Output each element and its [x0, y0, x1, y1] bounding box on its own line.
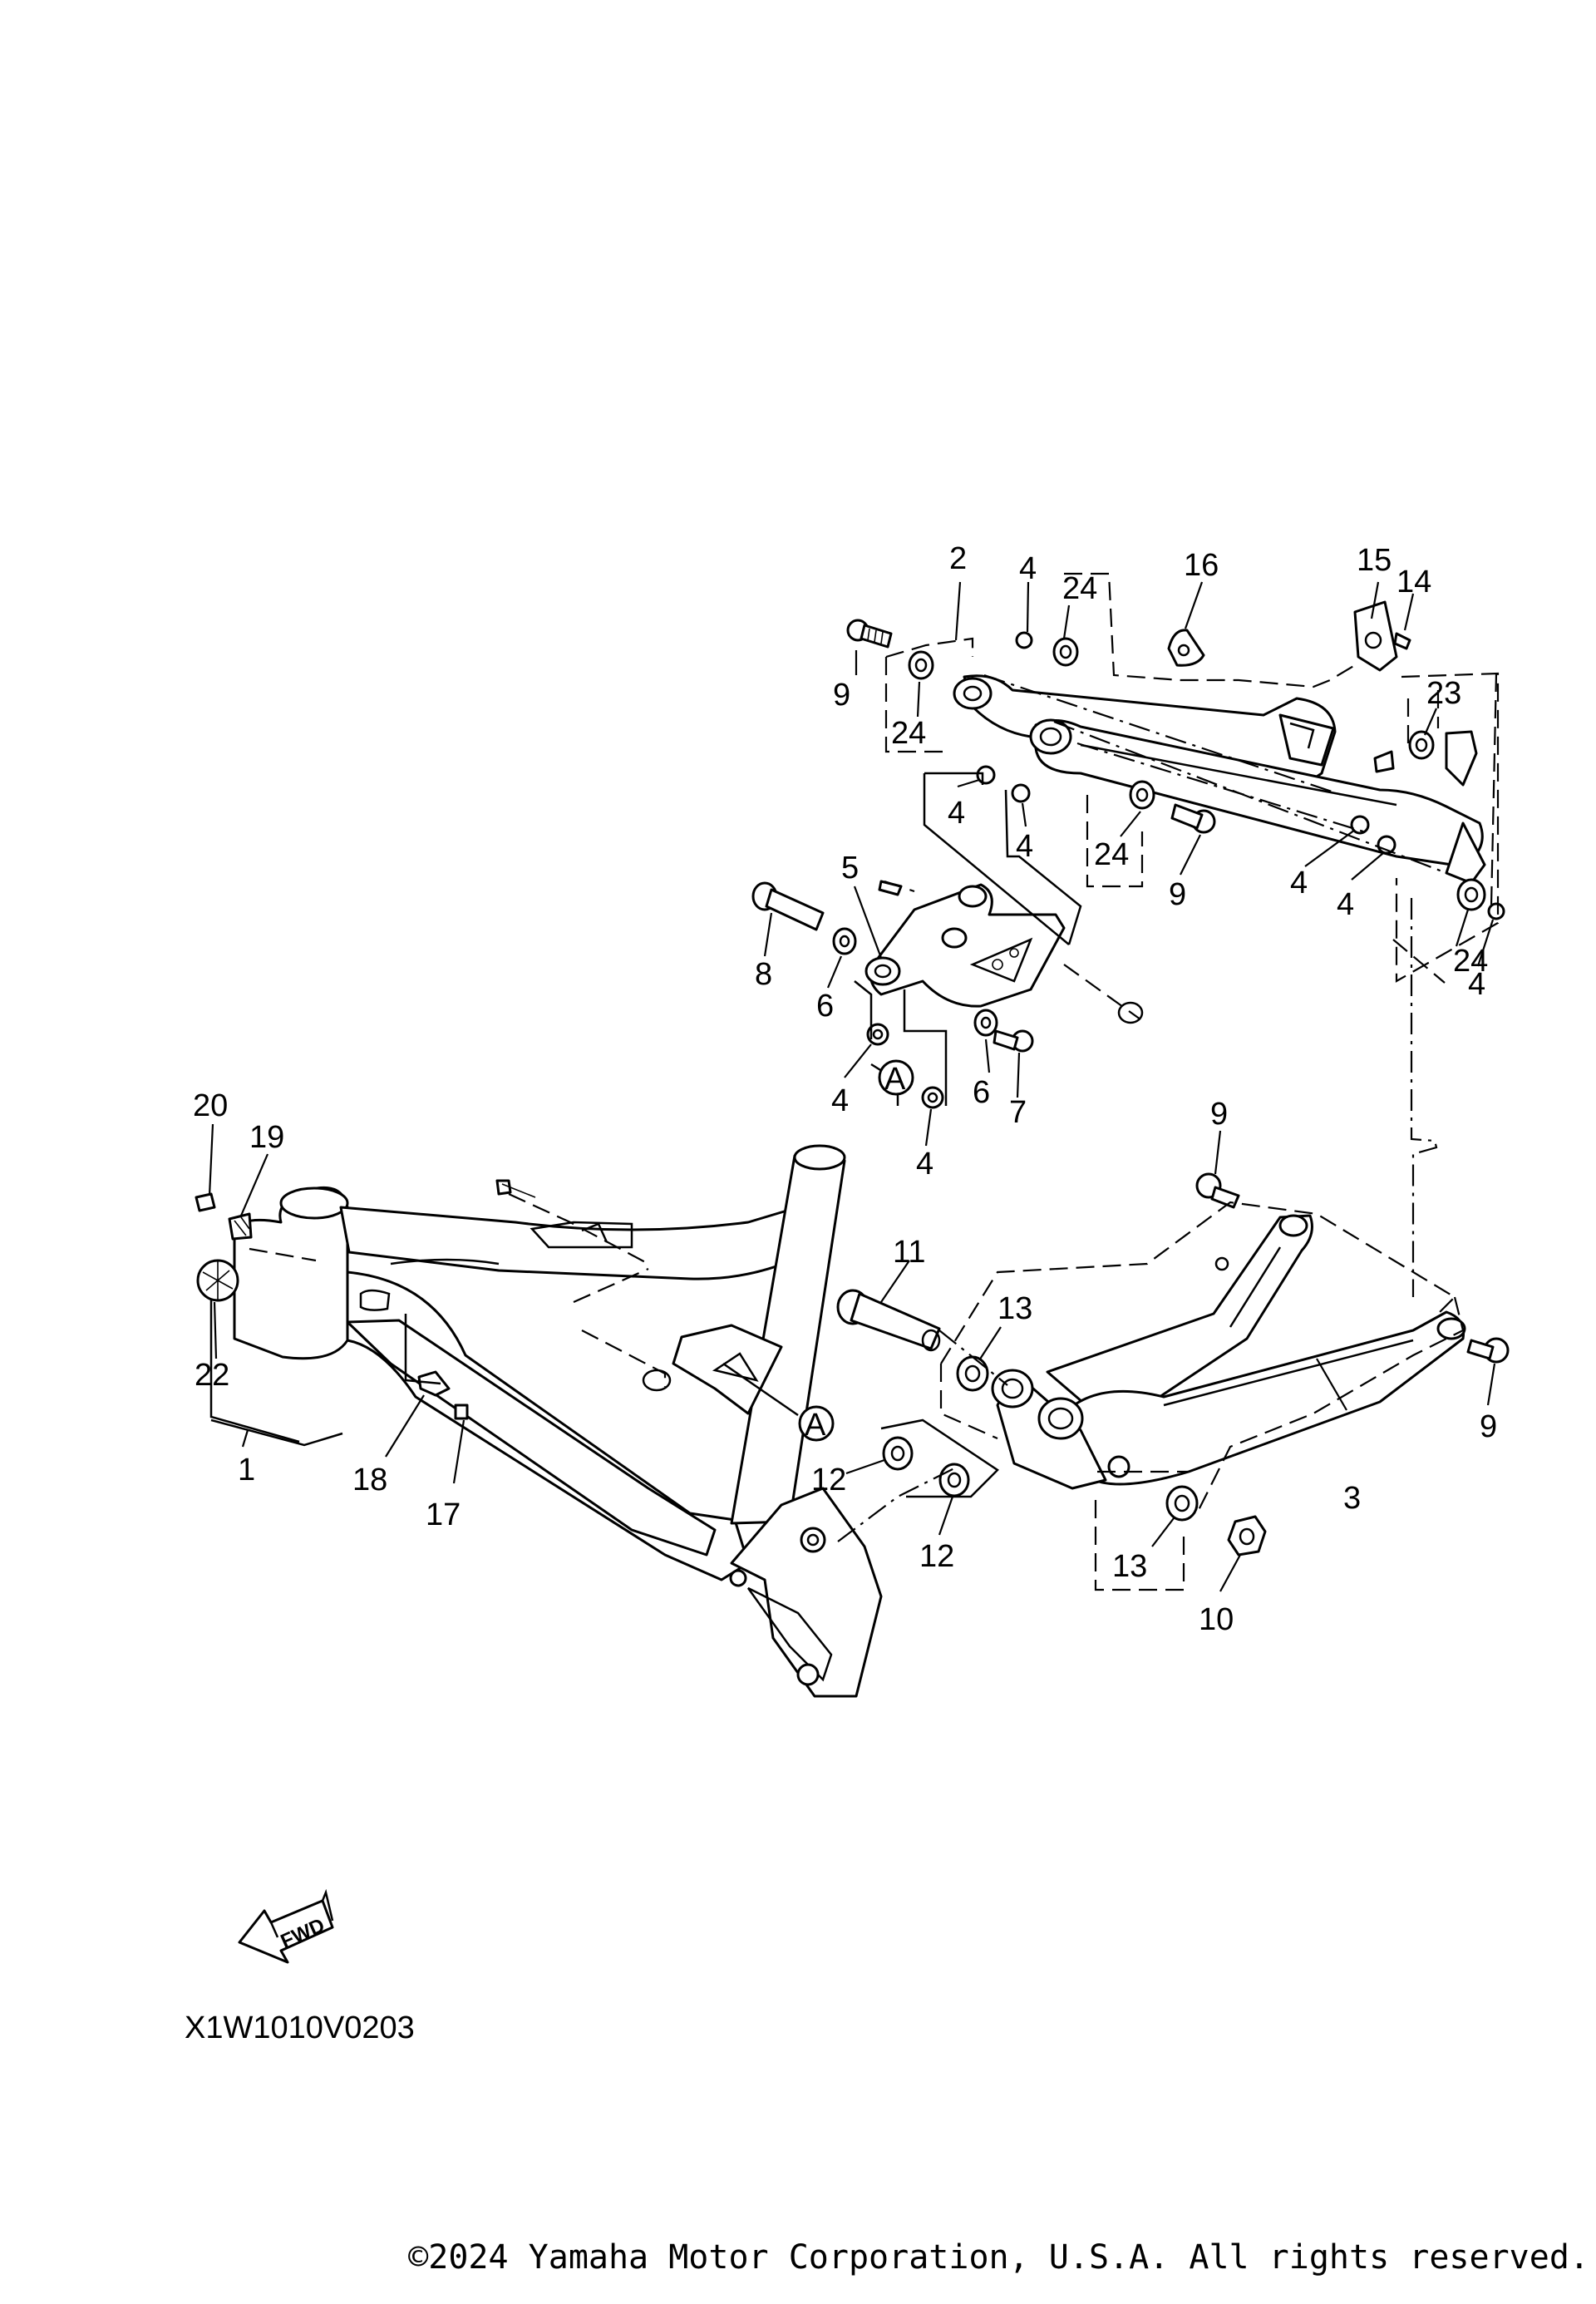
hardware [195, 600, 1510, 1557]
callout-22: 22 [195, 1358, 229, 1393]
callout-24-a: 24 [1062, 571, 1097, 606]
callout-4-e: 4 [1337, 887, 1354, 922]
callout-24-c: 24 [1094, 837, 1129, 872]
callout-5: 5 [841, 851, 859, 886]
callout-20: 20 [193, 1088, 228, 1123]
frame [196, 1144, 883, 1698]
callout-4-d: 4 [1290, 866, 1308, 900]
swingarm [991, 1214, 1466, 1490]
callout-7: 7 [1009, 1095, 1027, 1130]
diagram-code: X1W1010V0203 [185, 2010, 415, 2045]
reference-lines [209, 572, 1500, 1591]
callout-9-c: 9 [1210, 1097, 1228, 1132]
callout-4-h: 4 [916, 1147, 933, 1182]
callout-4-f: 4 [1468, 967, 1485, 1002]
leader-lines [208, 581, 1496, 1592]
callout-19: 19 [249, 1120, 284, 1155]
callout-6-a: 6 [816, 989, 834, 1024]
callout-3: 3 [1343, 1481, 1361, 1516]
callout-13-a: 13 [998, 1291, 1032, 1326]
callout-9-d: 9 [1480, 1409, 1497, 1444]
reference-marker-a-lower: A [798, 1405, 835, 1443]
callout-11: 11 [893, 1235, 925, 1270]
callout-12-a: 12 [811, 1463, 846, 1497]
callout-9-a: 9 [833, 678, 850, 713]
link-plate [864, 883, 1066, 1008]
callout-4-b: 4 [948, 796, 965, 831]
callout-12-b: 12 [919, 1539, 954, 1574]
reference-marker-label: A [884, 1062, 906, 1097]
callout-1: 1 [238, 1453, 255, 1487]
callout-2: 2 [949, 541, 967, 576]
callout-24-b: 24 [891, 716, 926, 751]
callout-4-a: 4 [1019, 551, 1037, 586]
callout-14: 14 [1396, 565, 1431, 599]
callout-17: 17 [426, 1497, 461, 1532]
callout-13-b: 13 [1112, 1549, 1147, 1584]
callout-16: 16 [1184, 548, 1219, 583]
upper-arm [953, 674, 1486, 885]
callout-15: 15 [1357, 543, 1392, 578]
callout-23: 23 [1426, 676, 1461, 711]
callout-numbers: 1 2 3 4 4 4 4 4 4 4 4 5 6 6 7 8 9 9 9 9 … [193, 541, 1497, 1637]
reference-marker-label: A [805, 1408, 826, 1443]
copyright-notice: ©2024 Yamaha Motor Corporation, U.S.A. A… [408, 2238, 1589, 2277]
callout-8: 8 [755, 957, 772, 992]
callout-4-c: 4 [1016, 829, 1033, 864]
fwd-arrow: FWD [238, 1888, 334, 1964]
callout-9-b: 9 [1169, 877, 1186, 912]
callout-6-b: 6 [973, 1075, 990, 1110]
callout-4-g: 4 [831, 1083, 849, 1118]
callout-10: 10 [1199, 1602, 1234, 1637]
reference-marker-a-upper: A [878, 1059, 914, 1097]
callout-24-d: 24 [1453, 944, 1488, 979]
callout-18: 18 [352, 1463, 387, 1497]
